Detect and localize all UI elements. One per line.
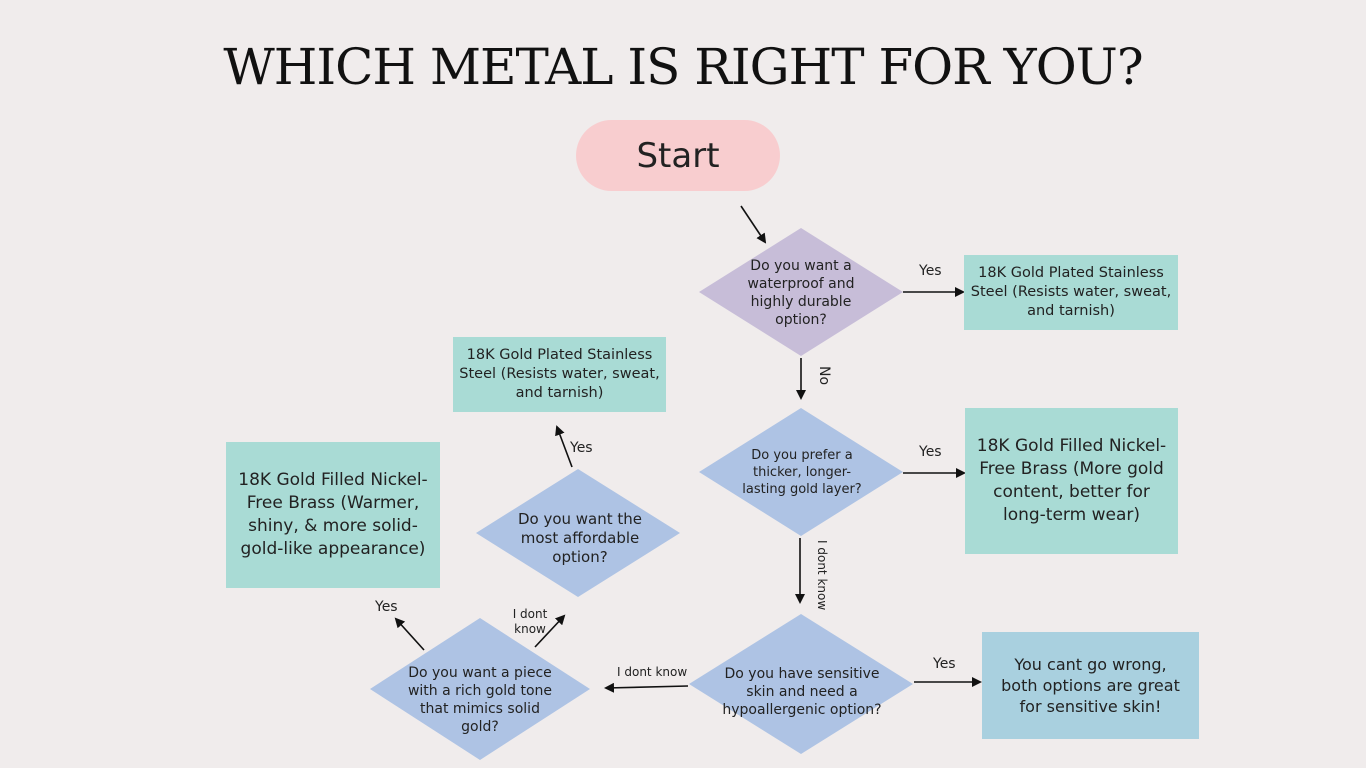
question-sensitive: Do you have sensitive skin and need a hy… [722,666,882,718]
result-gold-filled-left: 18K Gold Filled Nickel-Free Brass (Warme… [226,442,440,588]
question-thicker: Do you prefer a thicker, longer-lasting … [742,447,862,497]
diamond-thicker [699,408,903,536]
arrow-start-to-q1 [740,205,767,244]
label-q2-yes: Yes [919,444,942,460]
question-affordable: Do you want the most affordable option? [517,509,643,566]
label-q1-no: No [816,366,832,386]
arrow-q4-dontknow [534,614,566,648]
diamond-affordable [476,469,680,597]
diamond-waterproof [699,228,903,356]
start-node: Start [576,120,780,191]
question-waterproof: Do you want a waterproof and highly dura… [747,258,855,328]
page-title: WHICH METAL IS RIGHT FOR YOU? [223,38,1143,96]
diamond-rich-tone [370,618,590,760]
label-q1-yes: Yes [919,263,942,279]
result-stainless-right: 18K Gold Plated Stainless Steel (Resists… [964,255,1178,330]
label-q3-dontknow: I dont know [617,665,688,679]
label-q3-yes: Yes [933,656,956,672]
question-rich-tone: Do you want a piece with a rich gold ton… [407,665,553,735]
label-q4-yes: Yes [375,599,398,615]
arrow-q4-yes [394,617,425,651]
result-stainless-left: 18K Gold Plated Stainless Steel (Resists… [453,337,666,412]
arrow-q5-yes [555,425,573,468]
diamond-sensitive [689,614,913,754]
result-sensitive: You cant go wrong, both options are grea… [982,632,1199,739]
result-gold-filled-right: 18K Gold Filled Nickel-Free Brass (More … [965,408,1178,554]
label-q5-yes: Yes [570,440,593,456]
arrow-q3-dontknow [604,682,689,693]
label-q2-dontknow: I dont know [815,540,829,611]
label-q4-dontknow: I dont know [512,607,548,636]
